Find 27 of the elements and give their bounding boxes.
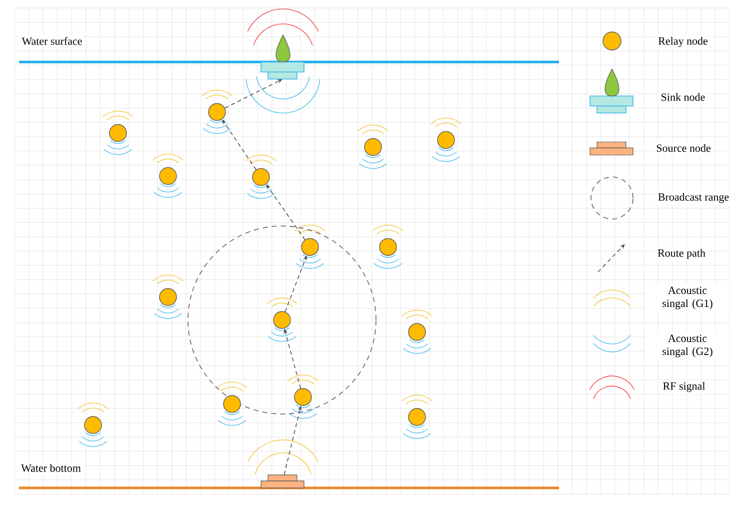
stacked-block-node xyxy=(260,474,304,488)
legend-label: Acoustic singal (G2) xyxy=(646,332,730,360)
circle-node xyxy=(109,124,127,142)
buoy-node xyxy=(260,34,304,80)
legend-label: Route path xyxy=(656,247,708,261)
line-label: Water surface xyxy=(20,35,84,47)
legend-label: RF signal xyxy=(660,380,708,394)
circle-node xyxy=(437,131,455,149)
legend-label: Sink node xyxy=(658,91,708,103)
line-label: Water bottom xyxy=(19,462,83,474)
legend-label: Source node xyxy=(654,142,713,154)
circle-node xyxy=(294,388,312,406)
circle-node xyxy=(84,416,102,434)
circle-node xyxy=(159,288,177,306)
circle-node xyxy=(273,311,291,329)
legend-label: Relay node xyxy=(656,34,710,49)
circle-node xyxy=(408,408,426,426)
legend-label: Acoustic singal (G1) xyxy=(646,284,730,312)
legend-label: Broadcast range xyxy=(656,190,732,205)
circle-node xyxy=(379,238,397,256)
circle-node xyxy=(408,323,426,341)
circle-node xyxy=(159,167,177,185)
circle-node xyxy=(223,395,241,413)
circle-node xyxy=(301,238,319,256)
circle-node xyxy=(208,103,226,121)
circle-node xyxy=(252,168,270,186)
circle-node xyxy=(364,138,382,156)
